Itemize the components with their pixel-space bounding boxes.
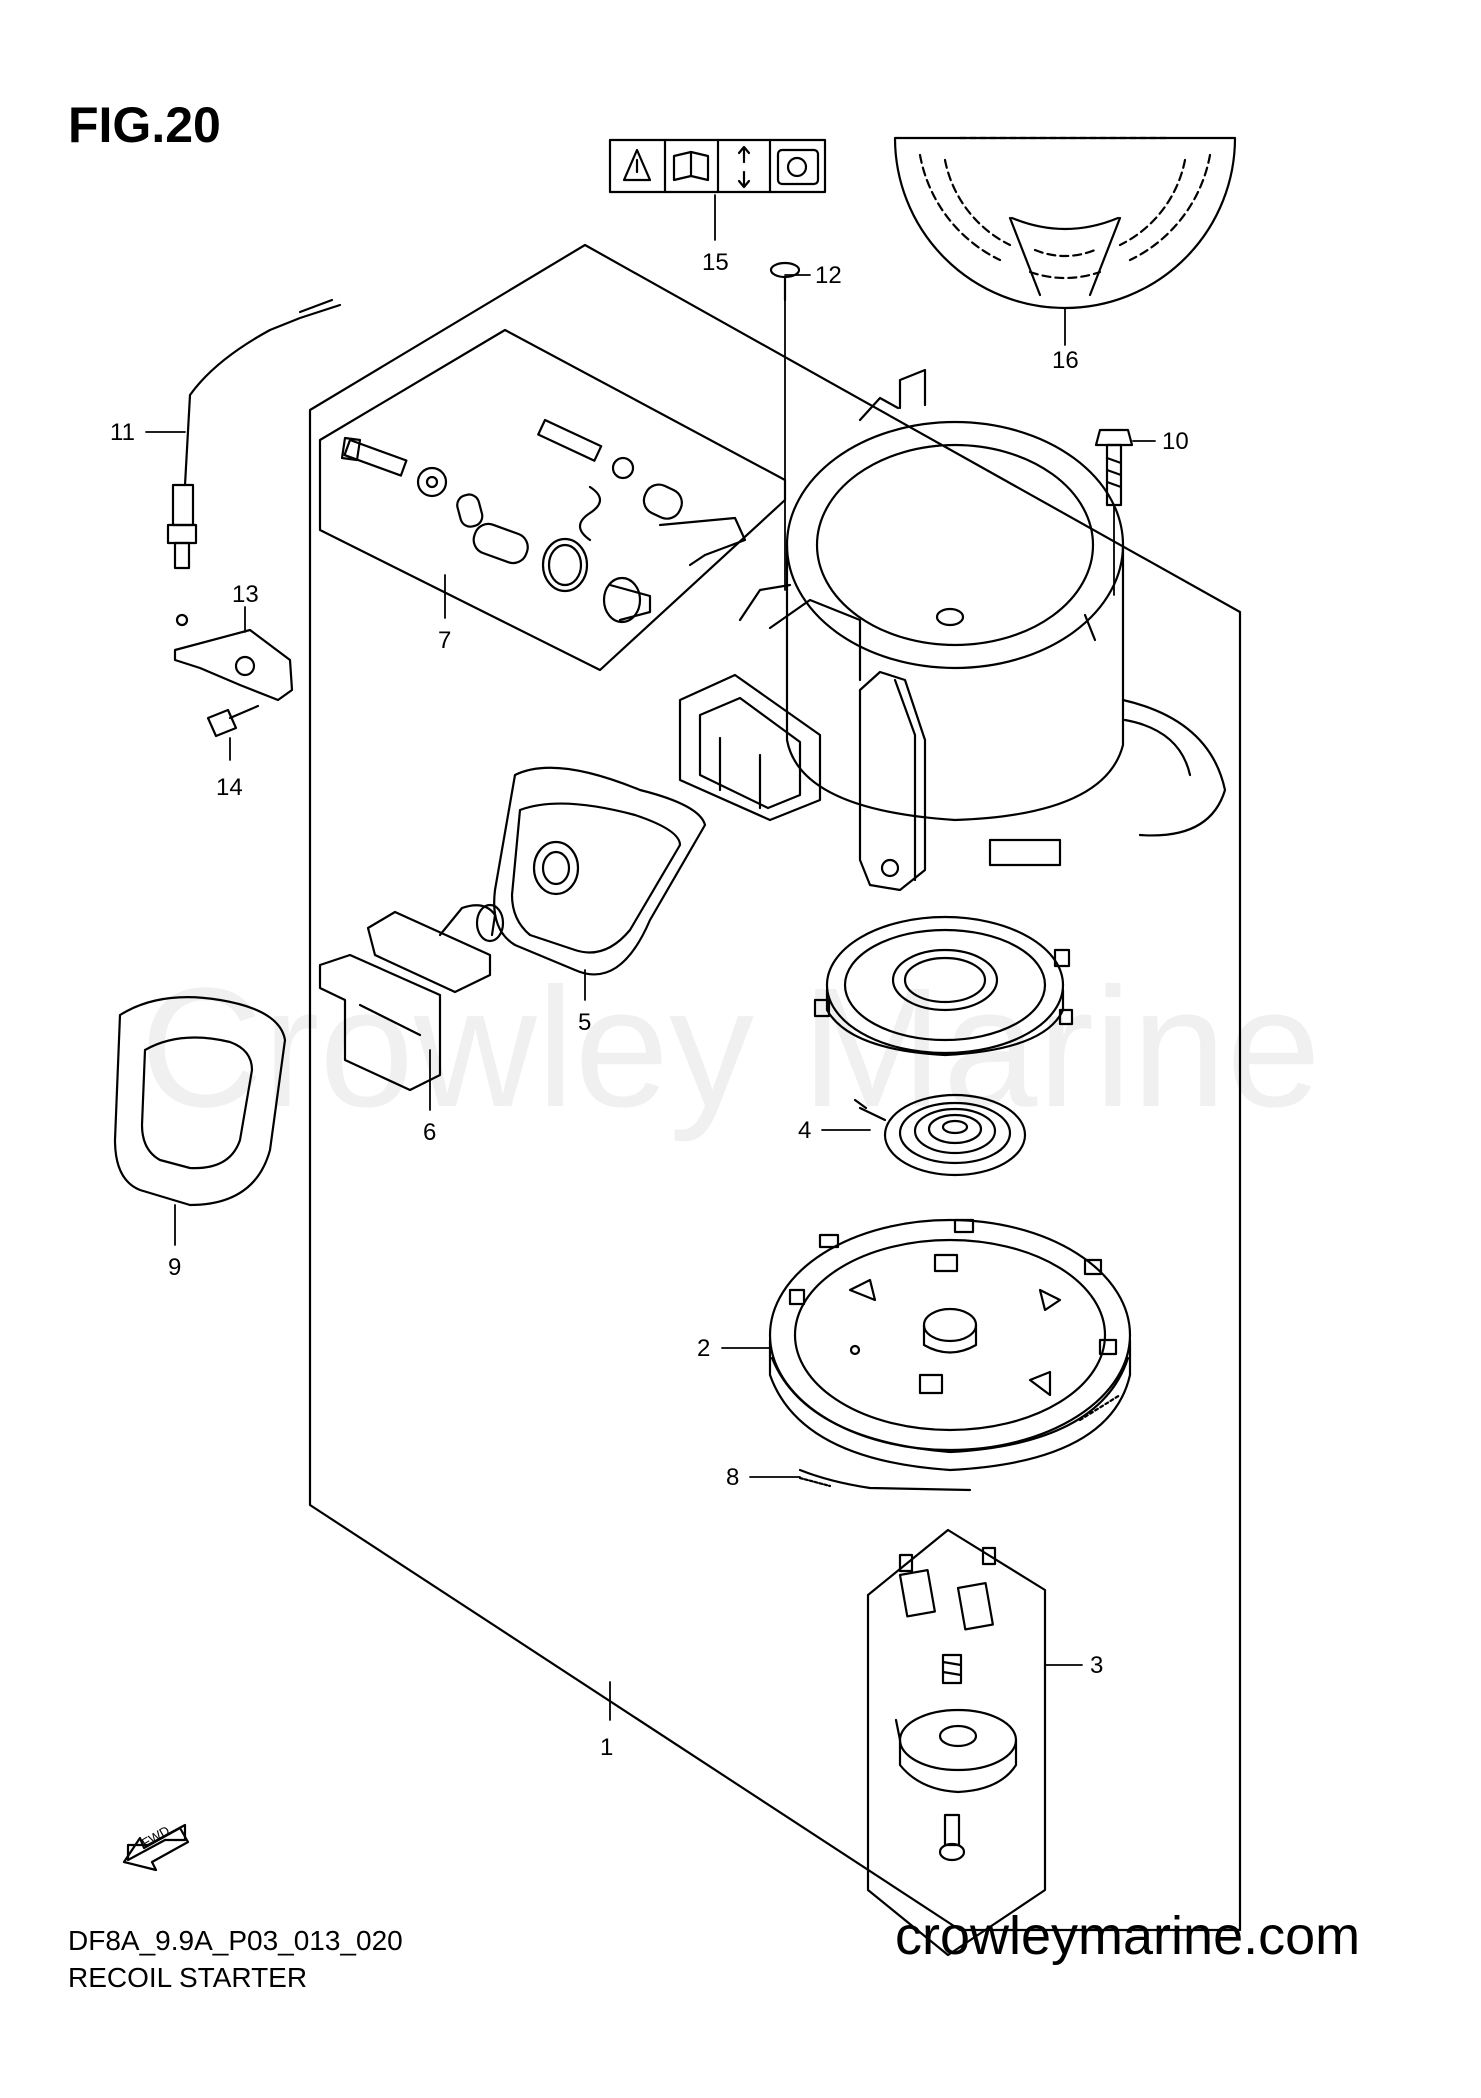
- callout-12: 12: [815, 262, 842, 289]
- reel-2: [768, 1218, 1132, 1472]
- bracket-13: [173, 628, 294, 702]
- callout-9: 9: [168, 1254, 181, 1281]
- fwd-arrow-icon: [122, 1823, 190, 1872]
- cable-11: [166, 298, 342, 627]
- kit-7-frame: [318, 328, 787, 672]
- callout-3: 3: [1090, 1652, 1103, 1679]
- label-sticker-15: [608, 138, 827, 194]
- warning-icon: [622, 148, 652, 182]
- grip-9: [113, 996, 287, 1207]
- callout-16: 16: [1052, 347, 1079, 374]
- assembly-1-frame: [308, 243, 1242, 1932]
- callout-labels: 1 2 3 4 5 6 7 8 9 10 11 12 13 14 15 16 F…: [110, 249, 1189, 1851]
- callout-7: 7: [438, 627, 451, 654]
- callout-6: 6: [423, 1119, 436, 1146]
- spring-plate: [813, 915, 1074, 1057]
- handle-6: [318, 903, 505, 1092]
- callout-8: 8: [726, 1464, 739, 1491]
- spring-4: [853, 1093, 1027, 1177]
- model-code: DF8A_9.9A_P03_013_020: [68, 1925, 403, 1956]
- callout-10: 10: [1162, 428, 1189, 455]
- watermark: Crowley Marine: [140, 953, 1321, 1143]
- kit-3-parts: [894, 1546, 1018, 1862]
- starter-housing: [678, 368, 1227, 892]
- bolt-10: [1094, 428, 1134, 507]
- callout-5: 5: [578, 1009, 591, 1036]
- callout-14: 14: [216, 774, 243, 801]
- starter-handle-icon: [776, 148, 820, 186]
- callout-2: 2: [697, 1335, 710, 1362]
- leader-lines: [145, 194, 1156, 1721]
- kit-7-parts: [340, 418, 747, 624]
- section-name: RECOIL STARTER: [68, 1962, 308, 1993]
- decal-16: [893, 136, 1237, 310]
- callout-13: 13: [232, 581, 259, 608]
- kit-3-frame: [866, 1528, 1047, 1957]
- figure-title: FIG.20: [68, 97, 221, 153]
- callout-15: 15: [702, 249, 729, 276]
- rope-8: [798, 1468, 972, 1492]
- callout-11: 11: [110, 419, 135, 446]
- bolt-14: [206, 704, 260, 738]
- pull-direction-icon: [737, 145, 751, 189]
- manual-icon: [672, 150, 710, 182]
- callout-4: 4: [798, 1117, 811, 1144]
- screw-12: [769, 261, 801, 302]
- website-link[interactable]: crowleymarine.com: [895, 1906, 1361, 1966]
- handle-cover-5: [493, 766, 707, 976]
- callout-1: 1: [600, 1734, 613, 1761]
